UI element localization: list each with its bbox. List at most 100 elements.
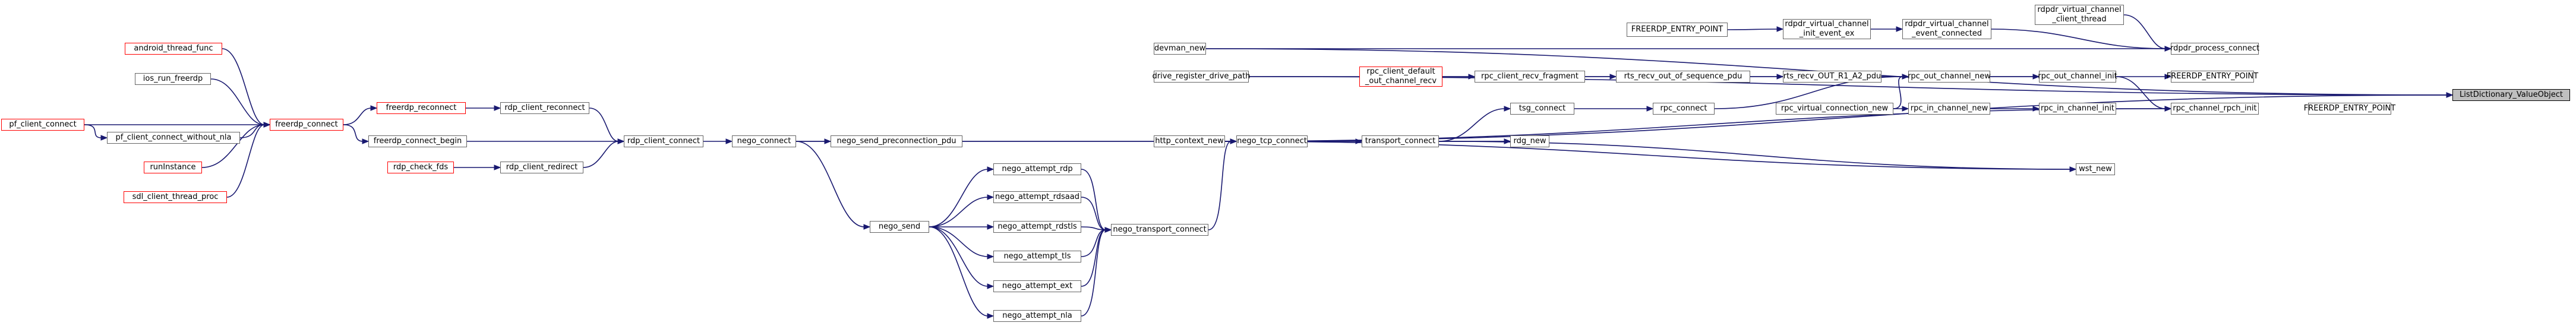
node-label: FREERDP_ENTRY_POINT	[1631, 25, 1723, 34]
node-rpc-out-channel-init[interactable]: rpc_out_channel_init	[2038, 71, 2117, 83]
node-rpc-connect[interactable]: rpc_connect	[1653, 103, 1715, 115]
call-edge-arrowhead	[2032, 74, 2040, 80]
node-android-thread-func[interactable]: android_thread_func	[125, 43, 222, 55]
node-devman-new[interactable]: devman_new	[1154, 43, 1206, 55]
node-label: nego_attempt_rdp	[1002, 165, 1073, 173]
node-rdg-new[interactable]: rdg_new	[1510, 135, 1549, 147]
node-freerdp-connect-begin[interactable]: freerdp_connect_begin	[368, 135, 467, 147]
call-edge-arrowhead	[494, 165, 501, 170]
call-edge-arrowhead	[1468, 74, 1476, 80]
node-pf-client-connect-without-nla[interactable]: pf_client_connect_without_nla	[107, 132, 240, 144]
node-rpc-in-channel-init[interactable]: rpc_in_channel_init	[2039, 103, 2116, 115]
call-edge-arrowhead	[1776, 26, 1784, 32]
node-drive-register-drive-path[interactable]: drive_register_drive_path	[1153, 71, 1251, 83]
node-rdp-client-connect[interactable]: rdp_client_connect	[624, 135, 703, 147]
node-nego-connect[interactable]: nego_connect	[732, 135, 796, 147]
node-label: FREERDP_ENTRY_POINT	[2166, 72, 2259, 81]
call-edge-arrowhead	[1230, 138, 1238, 144]
node-freerdp-entry-point[interactable]: FREERDP_ENTRY_POINT	[2304, 103, 2395, 115]
call-edge-arrowhead	[987, 283, 995, 289]
call-edge	[1893, 76, 1903, 109]
call-edge-arrowhead	[1355, 138, 1363, 144]
node-nego-attempt-rdsaad[interactable]: nego_attempt_rdsaad	[993, 191, 1081, 203]
node-rdp-check-fds[interactable]: rdp_check_fds	[387, 162, 454, 173]
node-label: sdl_client_thread_proc	[132, 192, 219, 201]
call-edge-arrowhead	[1609, 74, 1617, 80]
node-label: rts_recv_out_of_sequence_pdu	[1624, 72, 1742, 81]
node-label: rpc_client_default	[1366, 67, 1435, 76]
node-rdp-client-redirect[interactable]: rdp_client_redirect	[500, 162, 583, 173]
node-label: _init_event_ex	[1799, 29, 1855, 38]
node-nego-tcp-connect[interactable]: nego_tcp_connect	[1236, 135, 1308, 147]
node-label: ios_run_freerdp	[143, 74, 203, 83]
node-nego-attempt-nla[interactable]: nego_attempt_nla	[993, 310, 1081, 322]
call-edge-arrowhead	[1776, 74, 1784, 80]
node-freerdp-connect[interactable]: freerdp_connect	[270, 119, 343, 131]
node-rts-recv-out-r1-a2-pdu[interactable]: rts_recv_OUT_R1_A2_pdu	[1783, 71, 1882, 83]
node-nego-attempt-rdstls[interactable]: nego_attempt_rdstls	[993, 221, 1081, 233]
node-label: rdp_check_fds	[393, 163, 449, 172]
node-nego-attempt-rdp[interactable]: nego_attempt_rdp	[993, 163, 1081, 175]
call-edge-arrowhead	[824, 138, 832, 144]
node-pf-client-connect[interactable]: pf_client_connect	[1, 119, 84, 131]
call-edge-arrowhead	[1504, 106, 1511, 112]
node-label: wst_new	[2079, 165, 2112, 173]
node-nego-attempt-ext[interactable]: nego_attempt_ext	[993, 280, 1081, 292]
node-label: rpc_in_channel_new	[1910, 104, 1988, 113]
node-http-context-new[interactable]: http_context_new	[1154, 135, 1225, 147]
node-freerdp-reconnect[interactable]: freerdp_reconnect	[377, 102, 466, 114]
node-freerdp-entry-point[interactable]: FREERDP_ENTRY_POINT	[2167, 71, 2258, 83]
call-edge-arrowhead	[987, 224, 995, 230]
node-rdpdr-virtual-channel-init-event-ex[interactable]: rdpdr_virtual_channel_init_event_ex	[1783, 19, 1871, 39]
call-edge	[343, 124, 364, 142]
node-rdpdr-virtual-channel-client-thread[interactable]: rdpdr_virtual_channel_client_thread	[2035, 5, 2124, 25]
node-label: rpc_connect	[1660, 104, 1707, 113]
node-rts-recv-out-of-sequence-pdu[interactable]: rts_recv_out_of_sequence_pdu	[1616, 71, 1750, 83]
node-rpc-client-default-out-channel-recv[interactable]: rpc_client_default_out_channel_recv	[1359, 67, 1442, 87]
node-tsg-connect[interactable]: tsg_connect	[1510, 103, 1574, 115]
node-rpc-channel-rpch-init[interactable]: rpc_channel_rpch_init	[2171, 103, 2259, 115]
node-label: _out_channel_recv	[1365, 77, 1437, 86]
call-edge-arrowhead	[1902, 74, 1909, 80]
call-edge-arrowhead	[2164, 74, 2172, 80]
call-edge-arrowhead	[2446, 92, 2454, 98]
node-nego-transport-connect[interactable]: nego_transport_connect	[1111, 224, 1208, 236]
node-rpc-client-recv-fragment[interactable]: rpc_client_recv_fragment	[1475, 71, 1585, 83]
node-rdpdr-process-connect[interactable]: rdpdr_process_connect	[2170, 43, 2259, 55]
node-nego-send-preconnection-pdu[interactable]: nego_send_preconnection_pdu	[831, 135, 962, 147]
node-nego-send[interactable]: nego_send	[870, 221, 929, 233]
node-label: rdp_client_redirect	[506, 163, 578, 172]
node-label: rpc_out_channel_new	[1908, 72, 1991, 81]
node-runinstance[interactable]: runInstance	[144, 162, 202, 173]
call-edge-arrowhead	[987, 254, 995, 260]
node-freerdp-entry-point[interactable]: FREERDP_ENTRY_POINT	[1627, 23, 1728, 37]
call-edge	[795, 141, 865, 227]
call-edge	[929, 226, 989, 257]
node-label: pf_client_connect	[9, 120, 77, 129]
node-label: rdg_new	[1513, 137, 1546, 146]
call-edge	[226, 124, 265, 198]
node-rdpdr-virtual-channel-event-connected[interactable]: rdpdr_virtual_channel_event_connected	[1902, 19, 1991, 39]
node-label: FREERDP_ENTRY_POINT	[2303, 104, 2396, 113]
call-edge-arrowhead	[263, 122, 271, 128]
call-edge	[1727, 29, 1778, 30]
node-rpc-out-channel-new[interactable]: rpc_out_channel_new	[1908, 71, 1991, 83]
node-label: freerdp_connect	[275, 120, 338, 129]
call-edge	[210, 78, 265, 125]
call-edge-arrowhead	[987, 194, 995, 200]
call-edge	[84, 124, 102, 138]
node-label: devman_new	[1154, 44, 1206, 53]
node-ios-run-freerdp[interactable]: ios_run_freerdp	[135, 73, 211, 85]
node-nego-attempt-tls[interactable]: nego_attempt_tls	[993, 251, 1081, 263]
node-label: ListDictionary_ValueObject	[2460, 90, 2563, 99]
call-edge-arrowhead	[2069, 166, 2077, 172]
node-rpc-in-channel-new[interactable]: rpc_in_channel_new	[1908, 103, 1990, 115]
call-edge	[1991, 29, 2166, 49]
node-rpc-virtual-connection-new[interactable]: rpc_virtual_connection_new	[1776, 103, 1893, 115]
node-rdp-client-reconnect[interactable]: rdp_client_reconnect	[500, 102, 589, 114]
node-wst-new[interactable]: wst_new	[2076, 163, 2115, 175]
call-edge-arrowhead	[987, 166, 995, 172]
node-sdl-client-thread-proc[interactable]: sdl_client_thread_proc	[124, 191, 227, 203]
call-edge	[1224, 141, 2071, 170]
node-transport-connect[interactable]: transport_connect	[1362, 135, 1439, 147]
